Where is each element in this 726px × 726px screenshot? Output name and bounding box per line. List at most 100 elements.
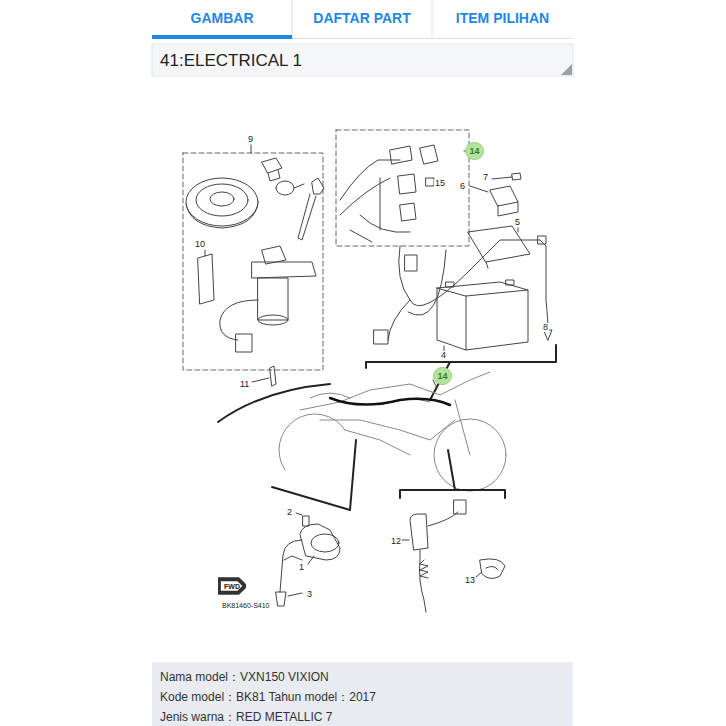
bolt (270, 366, 276, 386)
drawing-code: BK81460-S410 (221, 602, 270, 609)
wire-harness (388, 240, 540, 340)
leader-line (252, 378, 269, 382)
callout-circle-outline (433, 367, 451, 384)
tab-divider (292, 0, 293, 38)
earth-lead (540, 240, 552, 340)
corner-triangle (561, 64, 572, 75)
info-panel: Nama model：VXN150 VIXIONKode model：BK81 … (152, 662, 573, 726)
callout-circle: 14 (465, 142, 484, 160)
node-text: 14 (469, 146, 479, 156)
node-text: FWD (224, 583, 240, 590)
model-info-line: Jenis warna：RED METALLIC 7 (160, 707, 565, 726)
tab: DAFTAR PART (292, 0, 432, 35)
leader-line (402, 540, 409, 541)
leader-line (308, 556, 314, 564)
rear-wheel (279, 414, 345, 470)
callout-number: 3 (306, 590, 313, 599)
ignition-coil (311, 534, 339, 552)
callout-number: 13 (464, 576, 476, 585)
tab: GAMBAR (152, 0, 292, 35)
spring (420, 560, 428, 578)
ignition-switch (252, 262, 316, 278)
node-text: 14 (437, 371, 447, 381)
callout-number: 4 (440, 351, 447, 360)
connector (398, 174, 416, 221)
tab-bar (152, 0, 573, 38)
page-title: 41:ELECTRICAL 1 (160, 52, 302, 69)
callout-number: 11 (239, 380, 250, 389)
forward-arrow-outline (219, 579, 245, 593)
wire-harness (350, 178, 410, 242)
leader-line (518, 228, 519, 232)
leader-line (492, 177, 512, 179)
group-pointer (272, 440, 356, 510)
battery-band (468, 226, 530, 268)
fuse (426, 178, 434, 186)
ignition-switch (262, 246, 286, 264)
fuel-cap (186, 204, 258, 228)
terminal (538, 236, 546, 244)
tab: ITEM PILIHAN (432, 0, 573, 35)
callout-number: 12 (390, 537, 402, 546)
fuel-cap (196, 184, 248, 216)
bolt (303, 516, 309, 526)
callout-number: 8 (542, 323, 549, 332)
battery-terminal (506, 280, 514, 285)
ignition-coil (300, 524, 340, 560)
ignition-switch (258, 315, 288, 325)
leader-line (288, 593, 302, 596)
starter-relay (490, 186, 518, 216)
callout-number: 6 (459, 182, 466, 191)
harness-on-bike (330, 398, 450, 405)
battery (437, 288, 528, 350)
lock-cylinder (276, 181, 304, 195)
group-box (183, 153, 323, 370)
callout-number: 5 (514, 218, 521, 227)
leader-line (296, 513, 302, 515)
connector (454, 500, 466, 514)
fuel-cap (186, 178, 258, 226)
battery-terminal (446, 282, 454, 287)
callout-circle: 14 (433, 367, 452, 385)
callout-number: 9 (247, 135, 254, 144)
callout-circle-outline (465, 142, 483, 159)
bracket (198, 254, 214, 304)
plug-lead (276, 540, 302, 606)
group-pointer (218, 384, 330, 422)
frame (300, 372, 490, 455)
lock-cylinder (262, 158, 282, 181)
title-bar (152, 44, 573, 76)
forward-arrow: FWD (218, 577, 246, 595)
fuel-cap (210, 192, 234, 206)
tab-divider (432, 0, 433, 38)
callout-number: 1 (298, 563, 305, 572)
callout-number: 15 (434, 179, 446, 188)
model-info-line: Nama model：VXN150 VIXION (160, 667, 565, 687)
motorcycle (279, 372, 506, 491)
sensor-wire (420, 550, 427, 612)
ignition-switch (258, 278, 288, 320)
key (298, 178, 324, 240)
leader-line (476, 572, 482, 577)
callout-number: 7 (482, 173, 489, 182)
connector (405, 255, 417, 271)
node-text: GAMBAR (191, 10, 254, 26)
leader-line (470, 186, 488, 192)
sensor (410, 514, 428, 550)
group-pointer (366, 345, 556, 368)
relay (420, 145, 438, 164)
fuse (512, 173, 521, 180)
clip (480, 559, 505, 579)
model-info-line: Kode model：BK81 Tahun model：2017 (160, 687, 565, 707)
callout-number: 10 (194, 240, 206, 249)
group-box (336, 130, 469, 246)
plug-lead (284, 556, 302, 560)
connector (374, 330, 388, 344)
leader-line (205, 250, 206, 256)
active-tab-bar (152, 35, 292, 39)
node-text: DAFTAR PART (313, 10, 410, 26)
leader-line (251, 145, 252, 153)
sensor-wire (428, 512, 458, 526)
